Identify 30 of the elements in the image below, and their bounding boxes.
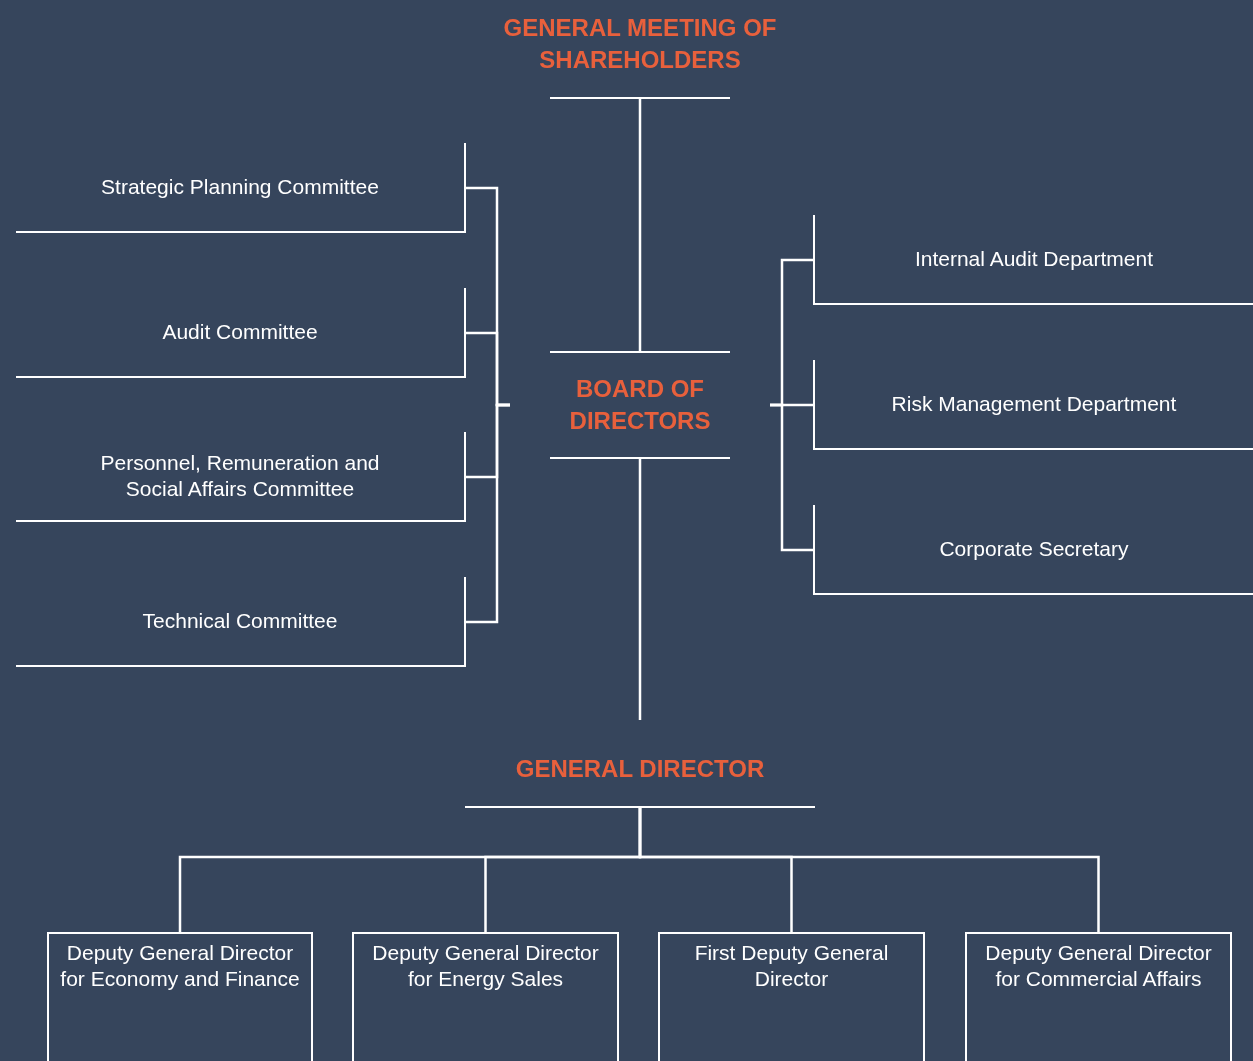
node-label: BOARD OF DIRECTORS bbox=[568, 374, 712, 436]
node-label: Strategic Planning Committee bbox=[100, 174, 380, 200]
node-label: Risk Management Department bbox=[890, 391, 1178, 417]
node-label: Deputy General Director for Energy Sales bbox=[371, 940, 600, 992]
node-label: Corporate Secretary bbox=[938, 536, 1130, 562]
node-label: Personnel, Remuneration and Social Affairs Committee bbox=[99, 450, 381, 502]
connector-line bbox=[638, 807, 1100, 932]
org-unit-node bbox=[47, 932, 313, 1061]
node-label: Deputy General Director for Economy and Finance bbox=[59, 940, 301, 992]
org-unit-node bbox=[352, 932, 619, 1061]
connector-line bbox=[466, 403, 510, 624]
org-unit-node bbox=[813, 360, 1253, 450]
node-label: Technical Committee bbox=[141, 608, 339, 634]
org-unit-node bbox=[658, 932, 925, 1061]
connector-line bbox=[770, 403, 813, 552]
org-unit-node bbox=[813, 215, 1253, 305]
org-unit-node bbox=[16, 577, 466, 667]
connector-line bbox=[638, 458, 642, 720]
org-unit-node bbox=[16, 288, 466, 378]
node-label: GENERAL DIRECTOR bbox=[514, 754, 766, 784]
node-label: Internal Audit Department bbox=[913, 246, 1155, 272]
connector-line bbox=[638, 98, 642, 352]
node-label: GENERAL MEETING OF SHAREHOLDERS bbox=[502, 13, 778, 75]
node-label: First Deputy General Director bbox=[693, 940, 890, 992]
node-label: Audit Committee bbox=[161, 319, 319, 345]
org-unit-node bbox=[813, 505, 1253, 595]
org-unit-node bbox=[16, 432, 466, 522]
org-unit-node bbox=[965, 932, 1232, 1061]
node-label: Deputy General Director for Commercial Affairs bbox=[984, 940, 1213, 992]
org-unit-node bbox=[16, 143, 466, 233]
